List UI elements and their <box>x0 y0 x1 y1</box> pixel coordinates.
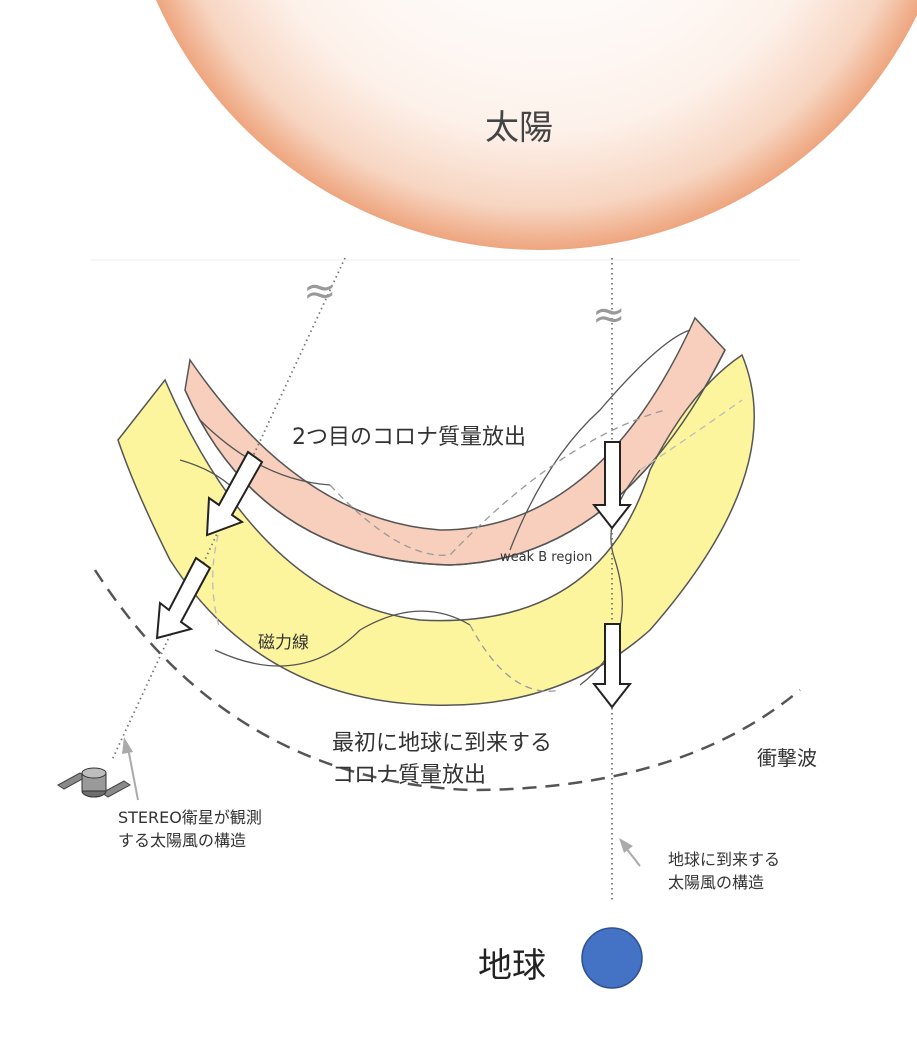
field-line-dashed-2 <box>469 624 561 692</box>
sun-disc <box>155 0 917 250</box>
field-line-dashed-1 <box>329 409 666 556</box>
break-mark-right: ≈ <box>592 292 626 338</box>
earth-pointer-arrow <box>619 838 641 867</box>
shock-wave-label: 衝撃波 <box>757 746 817 770</box>
sun-label: 太陽 <box>485 108 553 148</box>
field-line-solid-4 <box>509 329 691 551</box>
weak-b-region-label: weak B region <box>500 550 593 565</box>
shock-wave-arc <box>93 569 801 792</box>
second-cme-label: 2つ目のコロナ質量放出 <box>292 425 526 450</box>
satellite-icon <box>57 767 131 798</box>
earth-disc <box>581 927 643 989</box>
field-lines-label: 磁力線 <box>258 633 309 653</box>
first-cme-band <box>117 353 755 707</box>
field-line-solid-3 <box>199 419 331 486</box>
break-mark-left: ≈ <box>303 268 337 314</box>
hollow-arrow-icon <box>205 450 264 537</box>
field-line-dashed-4 <box>639 399 743 471</box>
stereo-line-of-sight <box>111 257 346 761</box>
earth-note-label: 地球に到来する 太陽風の構造 <box>668 850 781 892</box>
stereo-note-label: STEREO衛星が観測 する太陽風の構造 <box>118 808 262 850</box>
stereo-pointer-arrow <box>122 737 139 801</box>
hollow-arrow-icon <box>591 623 633 709</box>
earth-label: 地球 <box>478 946 546 986</box>
hollow-arrow-icon <box>155 556 212 640</box>
first-cme-label: 最初に地球に到来する コロナ質量放出 <box>332 731 553 788</box>
hollow-arrow-icon <box>591 441 633 530</box>
field-line-solid-1 <box>214 610 471 667</box>
